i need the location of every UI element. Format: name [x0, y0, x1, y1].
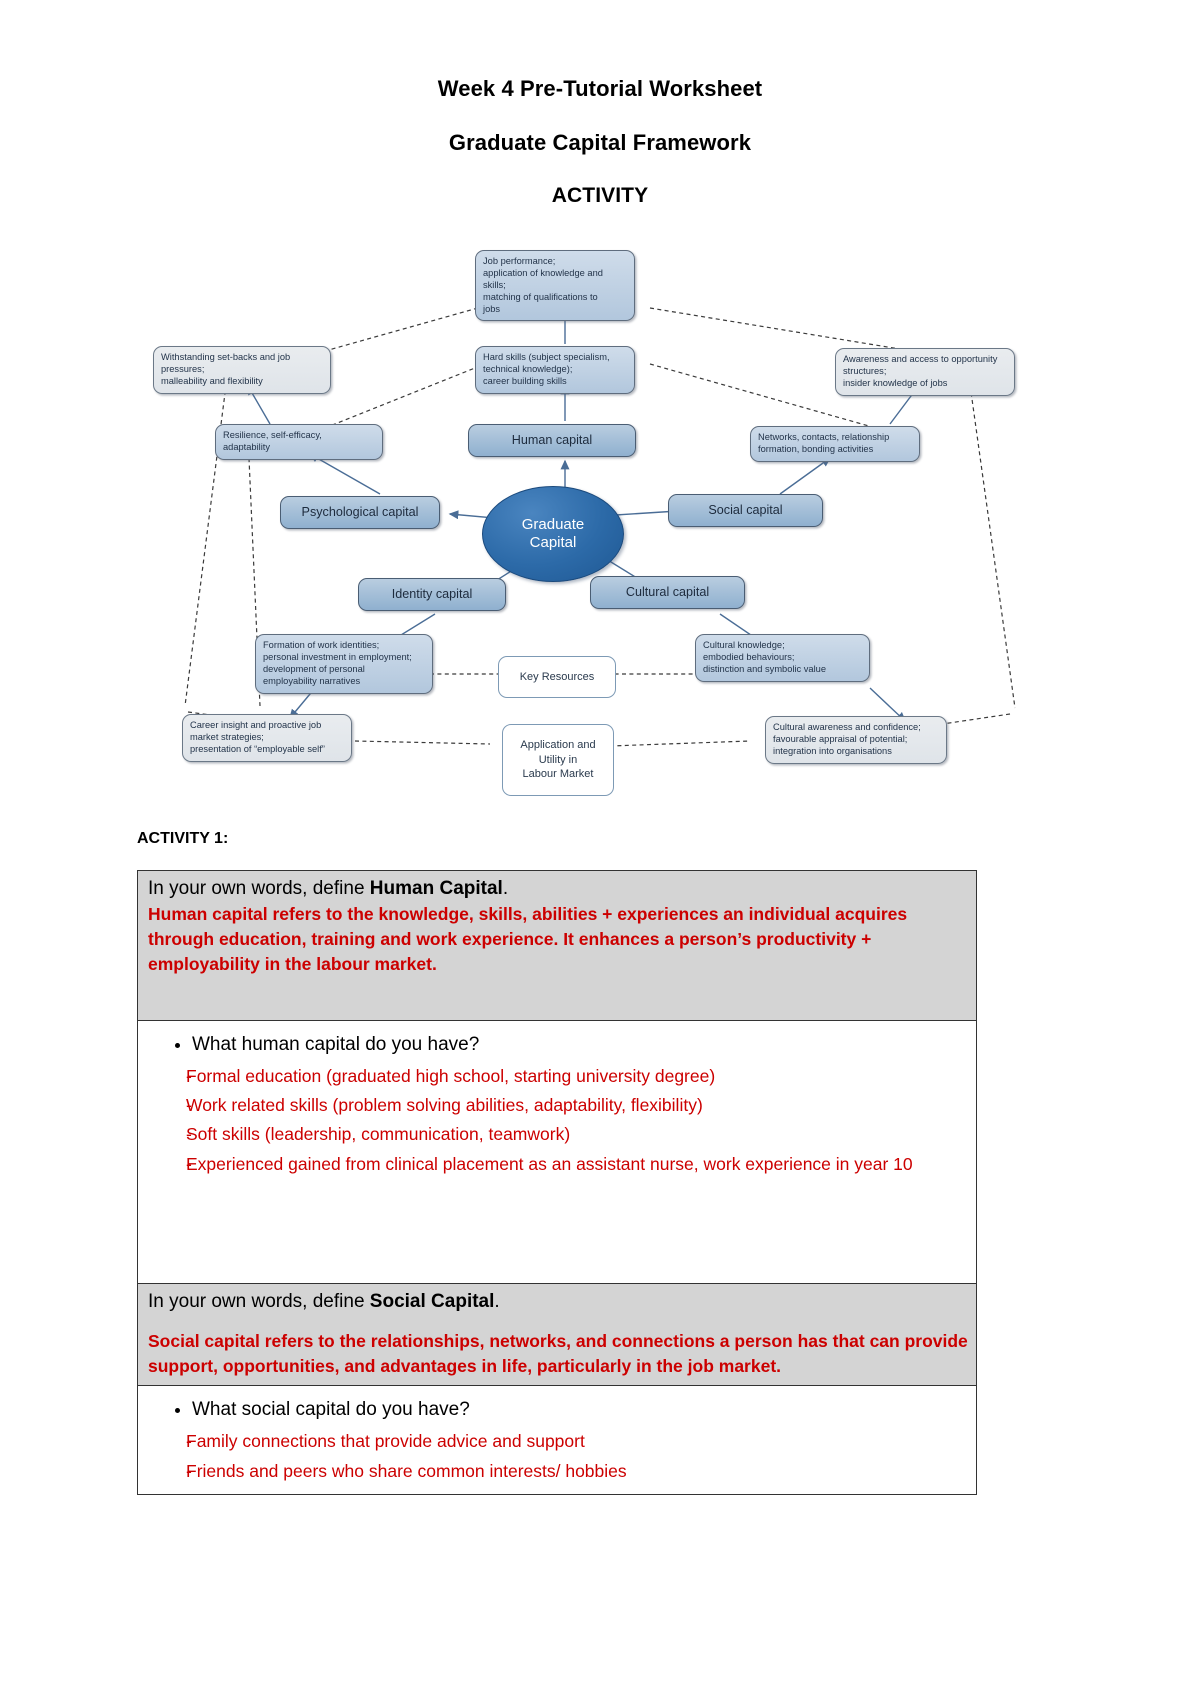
node-cultural-capital: Cultural capital: [590, 576, 745, 609]
node-resilience: Resilience, self-efficacy, adaptability: [215, 424, 383, 460]
list-item: - Family connections that provide advice…: [148, 1429, 968, 1454]
cell-spacer: [148, 978, 968, 1014]
node-networks-contacts: Networks, contacts, relationship formati…: [750, 426, 920, 462]
list-item: - Experienced gained from clinical place…: [148, 1152, 968, 1177]
cell-spacer: [148, 1315, 968, 1329]
node-graduate-capital-center: Graduate Capital: [482, 486, 624, 582]
node-hard-skills: Hard skills (subject specialism, technic…: [475, 346, 635, 394]
list-item: - Soft skills (leadership, communication…: [148, 1122, 968, 1147]
human-capital-definition-cell[interactable]: In your own words, define Human Capital.…: [137, 870, 977, 1021]
node-social-capital: Social capital: [668, 494, 823, 527]
bullet-question-human-capital: What human capital do you have?: [192, 1033, 968, 1058]
list-item: - Friends and peers who share common int…: [148, 1459, 968, 1484]
dash-marker: -: [186, 1124, 192, 1145]
node-cultural-awareness: Cultural awareness and confidence; favou…: [765, 716, 947, 764]
node-psychological-capital: Psychological capital: [280, 496, 440, 529]
table-row: What human capital do you have? - Formal…: [137, 1019, 977, 1285]
node-withstanding-setbacks: Withstanding set-backs and job pressures…: [153, 346, 331, 394]
node-key-resources: Key Resources: [498, 656, 616, 698]
cell-spacer: [148, 1181, 968, 1277]
answer-social-capital-definition: Social capital refers to the relationshi…: [148, 1330, 968, 1377]
worksheet-answer-table: In your own words, define Human Capital.…: [137, 870, 977, 1495]
table-row: In your own words, define Human Capital.…: [137, 870, 977, 1021]
answer-human-capital-definition: Human capital refers to the knowledge, s…: [148, 903, 908, 975]
human-capital-examples-cell[interactable]: What human capital do you have? - Formal…: [137, 1019, 977, 1285]
bullet-list-human-capital: What human capital do you have?: [148, 1033, 968, 1058]
dash-marker: -: [186, 1460, 192, 1481]
social-capital-definition-cell[interactable]: In your own words, define Social Capital…: [137, 1282, 977, 1387]
page-title-line1: Week 4 Pre-Tutorial Worksheet: [437, 76, 763, 101]
node-application-utility: Application and Utility in Labour Market: [502, 724, 614, 796]
table-row: What social capital do you have? - Famil…: [137, 1385, 977, 1495]
node-cultural-knowledge: Cultural knowledge; embodied behaviours;…: [695, 634, 870, 682]
page-title-line3: ACTIVITY: [551, 184, 649, 207]
prompt-human-capital: In your own words, define Human Capital.: [148, 878, 509, 899]
node-career-insight: Career insight and proactive job market …: [182, 714, 352, 762]
social-capital-examples-cell[interactable]: What social capital do you have? - Famil…: [137, 1385, 977, 1495]
dash-marker: -: [186, 1431, 192, 1452]
list-item: - Work related skills (problem solving a…: [148, 1093, 968, 1118]
node-formation-work-identities: Formation of work identities; personal i…: [255, 634, 433, 694]
node-awareness-access: Awareness and access to opportunity stru…: [835, 348, 1015, 396]
dash-list-social-capital: - Family connections that provide advice…: [148, 1429, 968, 1484]
prompt-social-capital: In your own words, define Social Capital…: [148, 1291, 500, 1312]
dash-marker: -: [186, 1065, 192, 1086]
dash-marker: -: [186, 1153, 192, 1174]
node-job-performance: Job performance; application of knowledg…: [475, 250, 635, 322]
graduate-capital-framework-diagram: Job performance; application of knowledg…: [130, 236, 1070, 816]
node-human-capital: Human capital: [468, 424, 636, 457]
activity-1-label: ACTIVITY 1:: [137, 830, 229, 847]
bullet-list-social-capital: What social capital do you have?: [148, 1398, 968, 1423]
dash-list-human-capital: - Formal education (graduated high schoo…: [148, 1064, 968, 1178]
list-item: - Formal education (graduated high schoo…: [148, 1064, 968, 1089]
node-identity-capital: Identity capital: [358, 578, 506, 611]
page-title-line2: Graduate Capital Framework: [448, 130, 752, 155]
bullet-question-social-capital: What social capital do you have?: [192, 1398, 968, 1423]
dash-marker: -: [186, 1094, 192, 1115]
table-row: In your own words, define Social Capital…: [137, 1282, 977, 1387]
